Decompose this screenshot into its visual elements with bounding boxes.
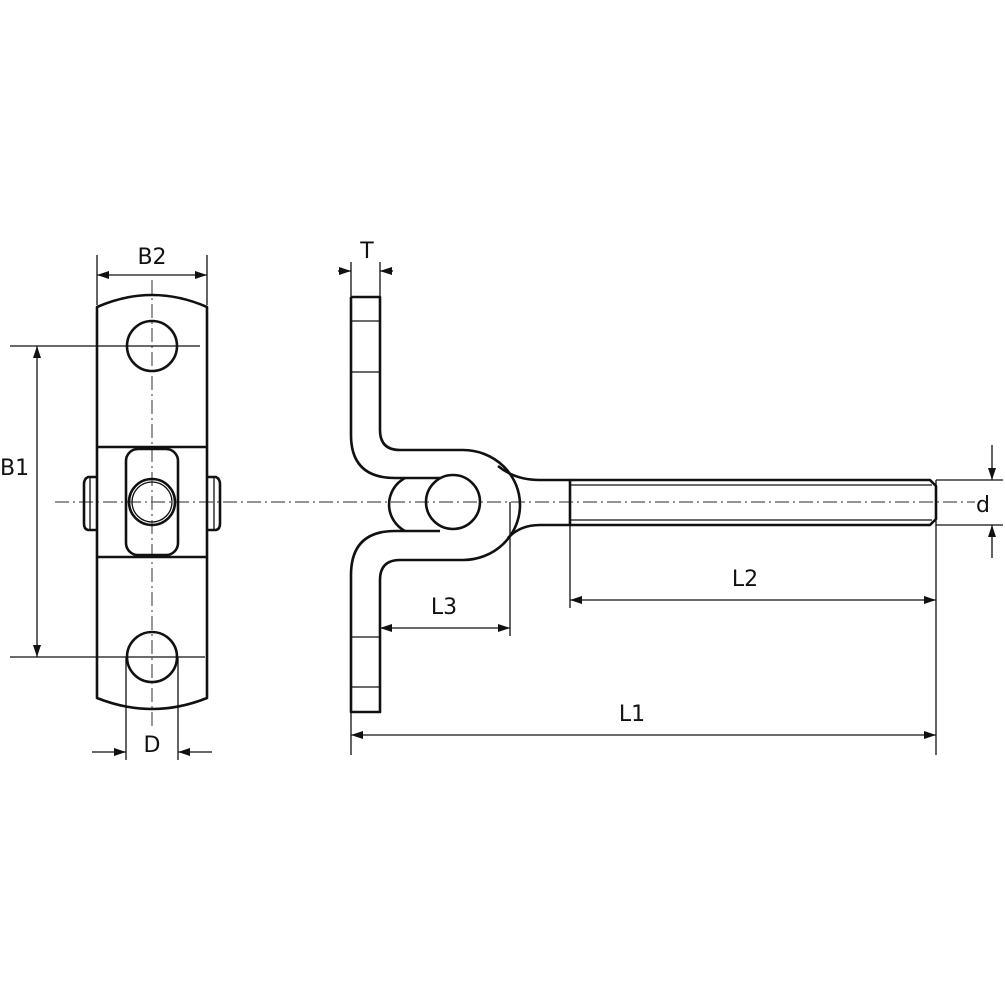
plate-outline: [95, 293, 209, 711]
side-tab-left: [82, 475, 97, 532]
dimension-b2: B2: [96, 245, 208, 305]
label-t: T: [359, 239, 374, 264]
bent-plate: [349, 295, 522, 714]
dimension-d-thread: d: [936, 445, 1003, 558]
dimension-d-hole: D: [92, 657, 212, 760]
dimension-t: T: [338, 239, 393, 297]
eye-slot: [124, 447, 180, 557]
label-b1: B1: [0, 456, 29, 481]
label-l1: L1: [619, 702, 645, 727]
label-d-thread: d: [976, 493, 990, 518]
dimension-b1: B1: [0, 345, 205, 658]
label-d-hole: D: [144, 733, 161, 758]
side-view: [349, 295, 938, 714]
label-b2: B2: [137, 245, 166, 270]
label-l3: L3: [431, 595, 457, 620]
eye-ring: [387, 476, 406, 533]
dimension-l3: L3: [380, 502, 511, 636]
side-tab-right: [207, 475, 222, 532]
eye-pin: [127, 477, 177, 527]
dimension-l1: L1: [350, 702, 936, 755]
dimension-l2: L2: [569, 480, 937, 755]
label-l2: L2: [732, 567, 758, 592]
eye-hole: [424, 473, 482, 531]
